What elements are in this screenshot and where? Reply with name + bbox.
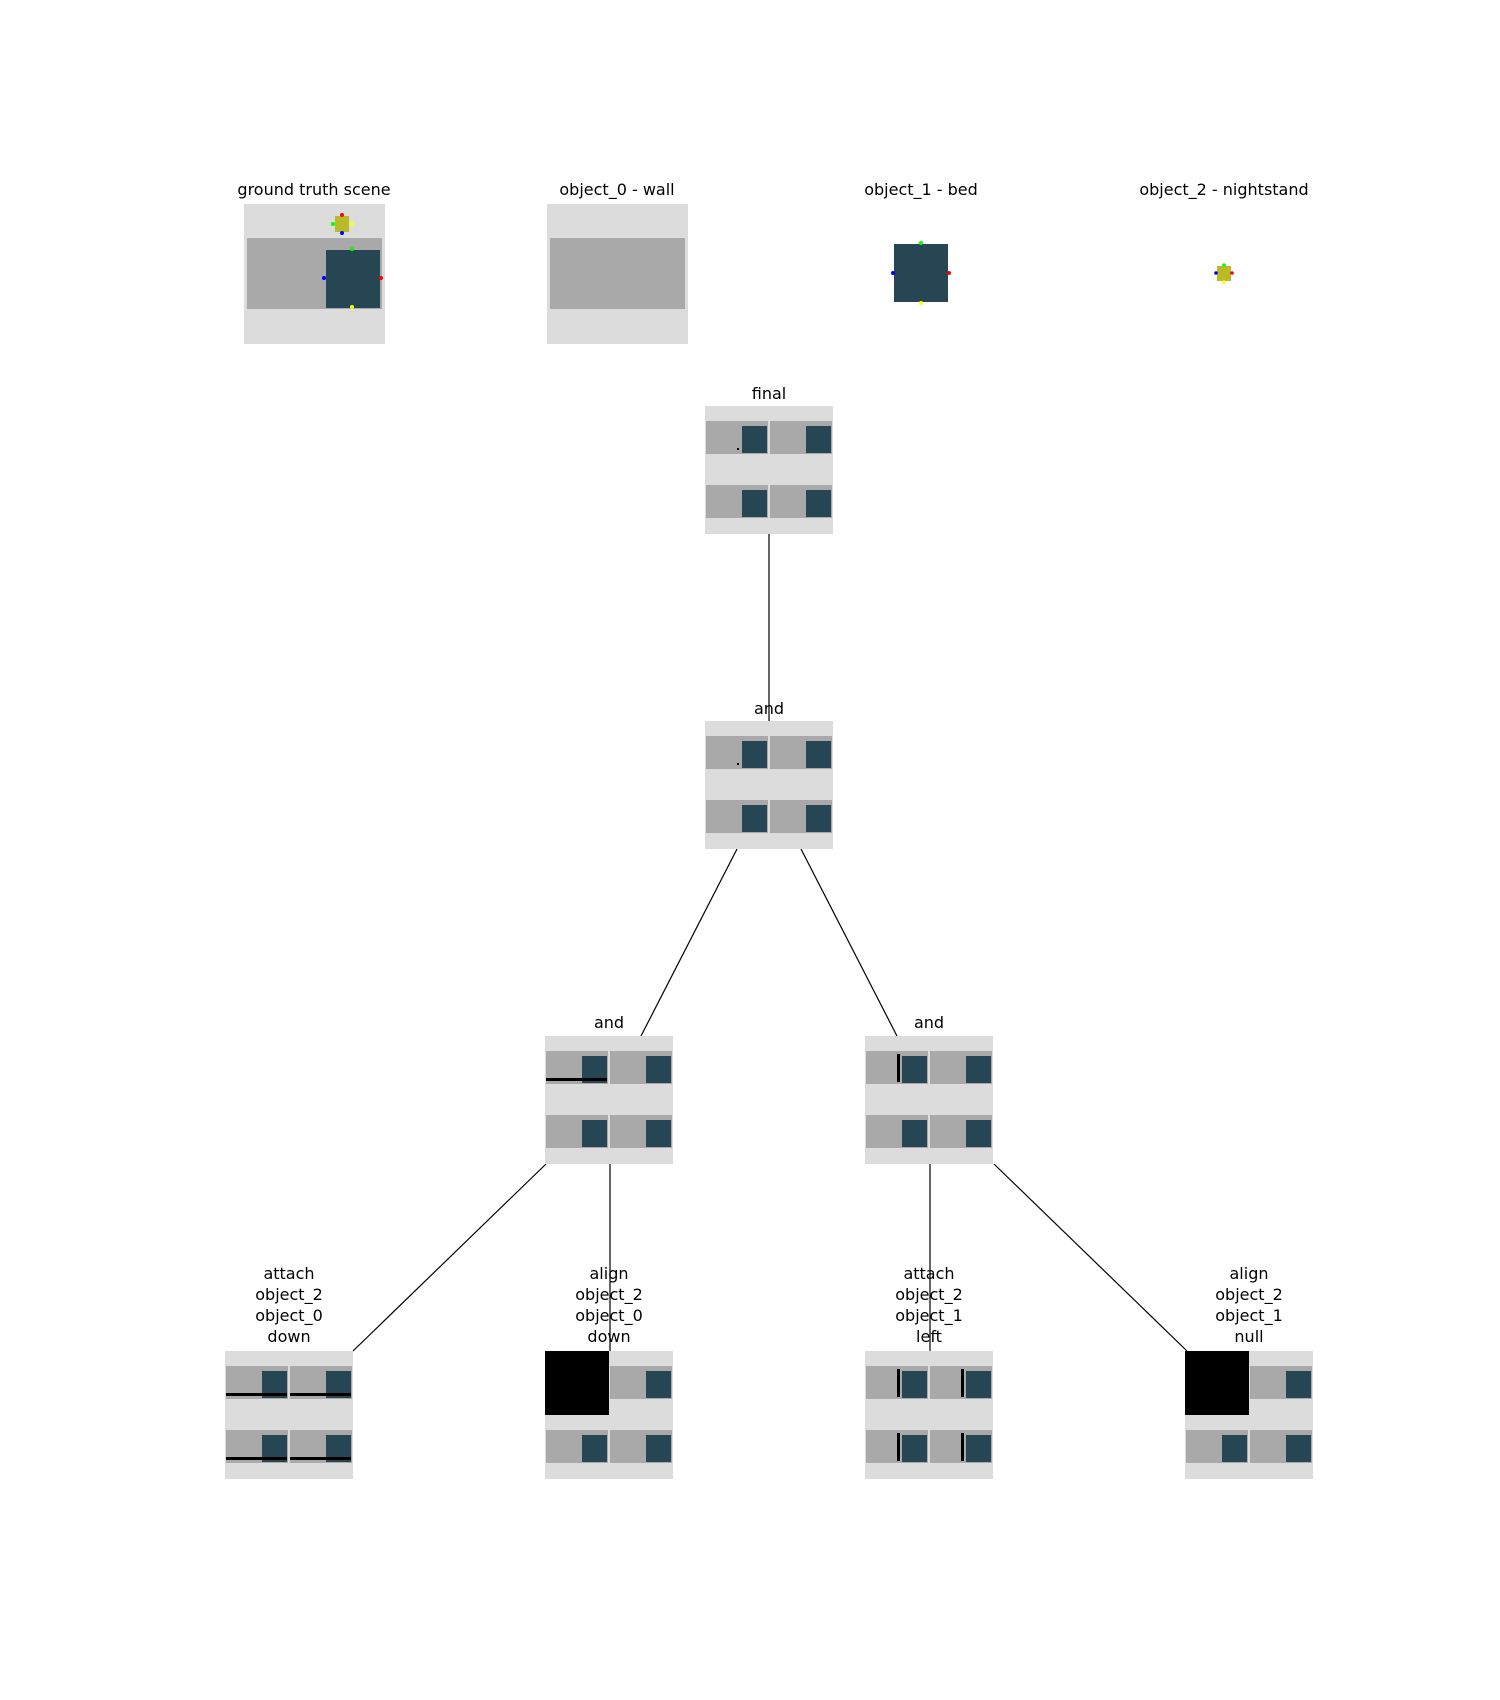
wall-object-image <box>547 204 688 344</box>
node-label-final: final <box>752 383 786 404</box>
node-label-line: and <box>753 699 785 718</box>
node-label-line: and <box>593 1013 625 1032</box>
edge-and-root-and-left <box>640 848 738 1037</box>
node-and-root-image <box>705 721 833 849</box>
node-label-and-right: and <box>914 1012 944 1033</box>
ground-truth-scene-image <box>244 204 385 344</box>
node-label-line: align <box>589 1264 629 1283</box>
node-label-line: object_0 <box>575 1306 643 1325</box>
edge-and-root-and-right <box>800 848 898 1037</box>
node-label-and-left: and <box>594 1012 624 1033</box>
node-label-line: and <box>913 1013 945 1032</box>
panel-title-nightstand: object_2 - nightstand <box>1139 180 1309 199</box>
node-label-line: null <box>1234 1327 1264 1346</box>
node-label-leaf-3: attach object_2 object_1 left <box>895 1263 962 1347</box>
edge-and-left-leaf-1 <box>352 1163 547 1352</box>
node-leaf-3-image <box>865 1351 993 1479</box>
node-label-line: final <box>751 384 787 403</box>
panel-title-wall: object_0 - wall <box>559 180 675 199</box>
node-label-line: attach <box>263 1264 315 1283</box>
node-label-line: down <box>267 1327 311 1346</box>
edge-and-right-leaf-4 <box>993 1163 1188 1352</box>
node-final-image <box>705 406 833 534</box>
node-label-line: down <box>587 1327 631 1346</box>
node-label-line: object_1 <box>895 1306 963 1325</box>
node-label-line: attach <box>903 1264 955 1283</box>
node-leaf-2-image <box>545 1351 673 1479</box>
node-label-leaf-2: align object_2 object_0 down <box>575 1263 642 1347</box>
node-label-line: left <box>916 1327 942 1346</box>
node-label-leaf-4: align object_2 object_1 null <box>1215 1263 1282 1347</box>
panel-title-ground-truth: ground truth scene <box>237 180 391 199</box>
node-label-and-root: and <box>754 698 784 719</box>
node-label-line: object_2 <box>575 1285 643 1304</box>
node-label-line: object_2 <box>255 1285 323 1304</box>
node-and-right-image <box>865 1036 993 1164</box>
node-label-line: object_2 <box>1215 1285 1283 1304</box>
nightstand-object-image <box>1214 263 1234 284</box>
panel-title-bed: object_1 - bed <box>864 180 978 199</box>
node-leaf-1-image <box>225 1351 353 1479</box>
node-and-left-image <box>545 1036 673 1164</box>
node-label-line: object_2 <box>895 1285 963 1304</box>
node-label-leaf-1: attach object_2 object_0 down <box>255 1263 322 1347</box>
node-label-line: object_0 <box>255 1306 323 1325</box>
bed-object-image <box>891 241 951 305</box>
node-label-line: align <box>1229 1264 1269 1283</box>
node-label-line: object_1 <box>1215 1306 1283 1325</box>
node-leaf-4-image <box>1185 1351 1313 1479</box>
